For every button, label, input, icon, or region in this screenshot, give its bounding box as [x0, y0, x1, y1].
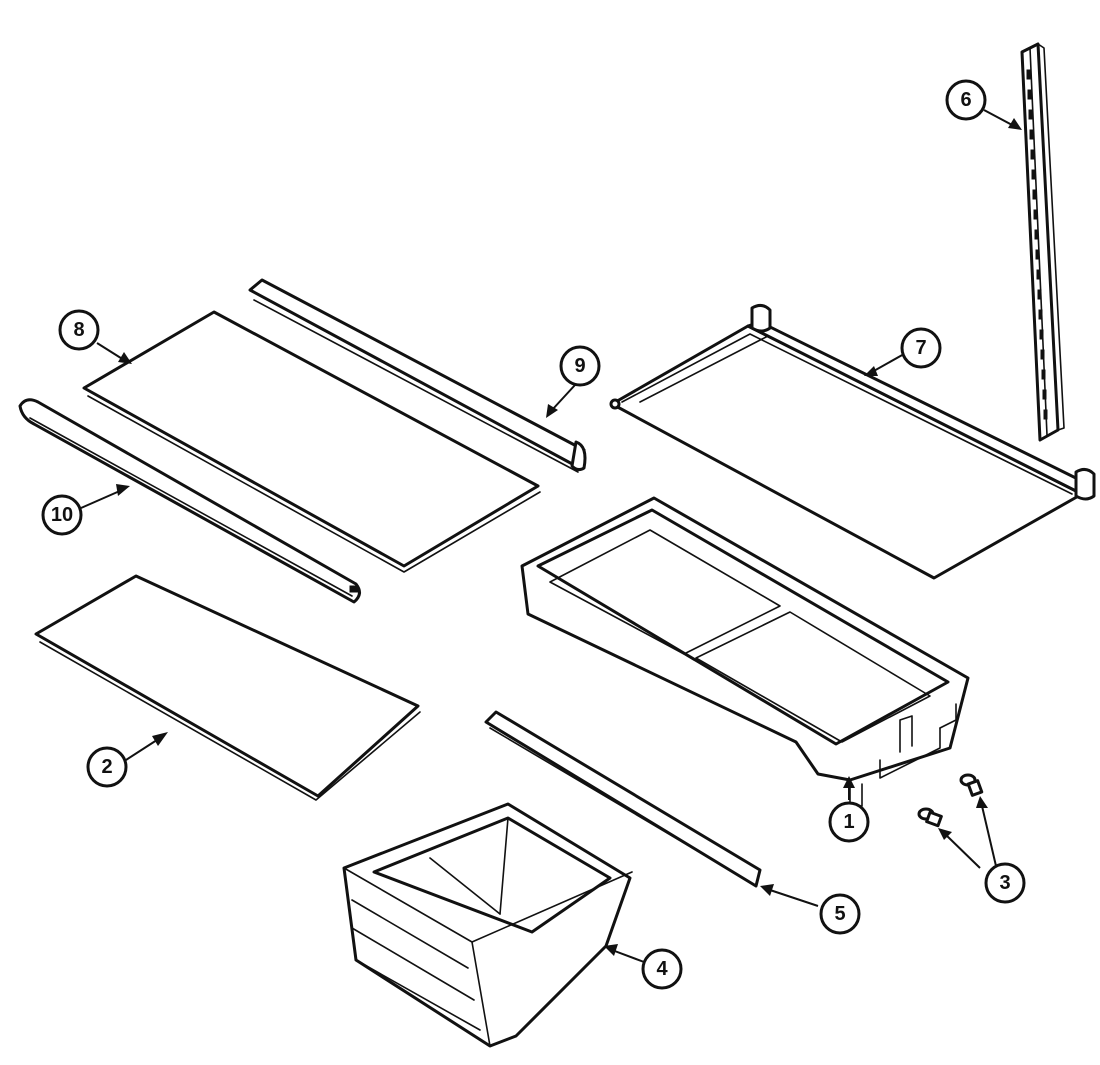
callout-5-label: 5	[834, 903, 845, 925]
callout-2-label: 2	[101, 756, 112, 778]
callout-9-label: 9	[574, 355, 585, 377]
callout-4: 4	[641, 948, 683, 990]
part-crisper-cover-rail	[484, 710, 762, 888]
part-cantilever-shelf	[609, 303, 1096, 580]
callout-6-label: 6	[960, 89, 971, 111]
callout-10: 10	[41, 494, 83, 536]
callout-7: 7	[900, 327, 942, 369]
callout-2: 2	[86, 746, 128, 788]
callout-10-label: 10	[51, 504, 73, 526]
callout-5: 5	[819, 893, 861, 935]
part-shelf-support-rail	[1020, 42, 1065, 442]
callout-4-label: 4	[656, 958, 668, 980]
callout-8: 8	[58, 309, 100, 351]
callout-8-label: 8	[73, 319, 84, 341]
callout-7-label: 7	[915, 337, 926, 359]
callout-3-label: 3	[999, 872, 1010, 894]
screw-lower	[917, 807, 943, 828]
part-glass-shelf	[82, 310, 541, 573]
part-screws	[917, 773, 984, 828]
callout-9: 9	[559, 345, 601, 387]
part-crisper-pan	[342, 802, 633, 1048]
leader-lines	[80, 109, 1022, 963]
callout-3: 3	[984, 862, 1026, 904]
callout-1: 1	[828, 801, 870, 843]
screw-upper	[959, 773, 984, 797]
part-crisper-cover-glass	[34, 574, 421, 801]
part-crisper-cover-frame	[520, 496, 970, 807]
part-rear-shelf-trim	[248, 278, 587, 473]
part-front-shelf-trim	[18, 398, 361, 604]
callout-6: 6	[945, 79, 987, 121]
callout-1-label: 1	[843, 811, 854, 833]
